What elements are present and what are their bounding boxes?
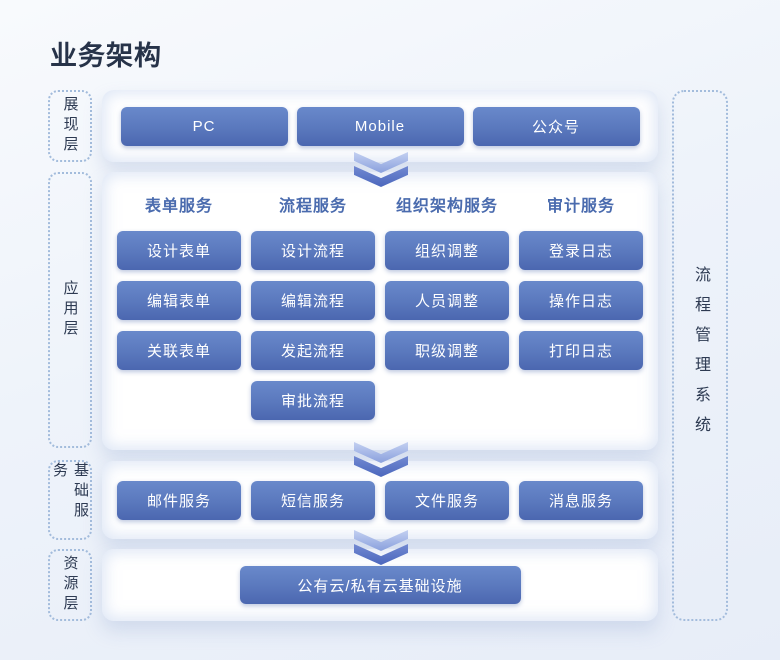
node-edit-process: 编辑流程 — [251, 281, 375, 320]
node-mail-service: 邮件服务 — [117, 480, 241, 520]
node-org-adjust: 组织调整 — [385, 231, 509, 270]
process-management-system-label: 流程管理系统 — [692, 265, 709, 446]
column-organization-service: 组织架构服务 组织调整 人员调整 职级调整 — [385, 195, 509, 420]
column-header-audit-service: 审计服务 — [546, 198, 615, 215]
layer-tag-resource: 资源层 — [48, 549, 92, 621]
page-title: 业务架构 — [50, 41, 162, 71]
down-chevron-arrow-icon — [354, 152, 408, 188]
node-rank-adjust: 职级调整 — [385, 331, 509, 370]
column-header-form-service: 表单服务 — [144, 198, 213, 215]
node-approve-process: 审批流程 — [251, 381, 375, 420]
layer-tag-resource-label: 资源层 — [61, 555, 79, 615]
down-chevron-arrow-icon — [354, 530, 408, 566]
application-layer-panel: 表单服务 设计表单 编辑表单 关联表单 流程服务 设计流程 编辑流程 发起流程 … — [102, 172, 658, 450]
layer-tag-presentation: 展现层 — [48, 90, 92, 162]
layer-tag-basic-services: 基础服务 — [48, 460, 92, 540]
layer-tag-presentation-label: 展现层 — [61, 96, 79, 156]
node-personnel-adjust: 人员调整 — [385, 281, 509, 320]
node-design-form: 设计表单 — [117, 231, 241, 270]
column-process-service: 流程服务 设计流程 编辑流程 发起流程 审批流程 — [251, 195, 375, 420]
column-header-organization-service: 组织架构服务 — [395, 198, 498, 215]
node-cloud-infrastructure: 公有云/私有云基础设施 — [239, 566, 521, 604]
node-file-service: 文件服务 — [385, 480, 509, 520]
node-edit-form: 编辑表单 — [117, 281, 241, 320]
node-login-log: 登录日志 — [519, 231, 643, 270]
down-chevron-arrow-icon — [354, 442, 408, 478]
layer-tag-application-label: 应用层 — [61, 280, 79, 340]
layer-tag-basic-services-label: 基础服务 — [51, 462, 89, 522]
node-link-form: 关联表单 — [117, 331, 241, 370]
node-official-account: 公众号 — [472, 106, 640, 146]
node-sms-service: 短信服务 — [251, 480, 375, 520]
node-mobile: Mobile — [296, 106, 464, 146]
column-header-process-service: 流程服务 — [278, 198, 347, 215]
node-pc: PC — [120, 106, 288, 146]
node-start-process: 发起流程 — [251, 331, 375, 370]
node-print-log: 打印日志 — [519, 331, 643, 370]
column-audit-service: 审计服务 登录日志 操作日志 打印日志 — [519, 195, 643, 420]
presentation-layer-panel: PC Mobile 公众号 — [102, 90, 658, 162]
node-operation-log: 操作日志 — [519, 281, 643, 320]
column-form-service: 表单服务 设计表单 编辑表单 关联表单 — [117, 195, 241, 420]
node-design-process: 设计流程 — [251, 231, 375, 270]
process-management-system-box: 流程管理系统 — [672, 90, 728, 621]
layer-tag-application: 应用层 — [48, 172, 92, 448]
node-message-service: 消息服务 — [519, 480, 643, 520]
